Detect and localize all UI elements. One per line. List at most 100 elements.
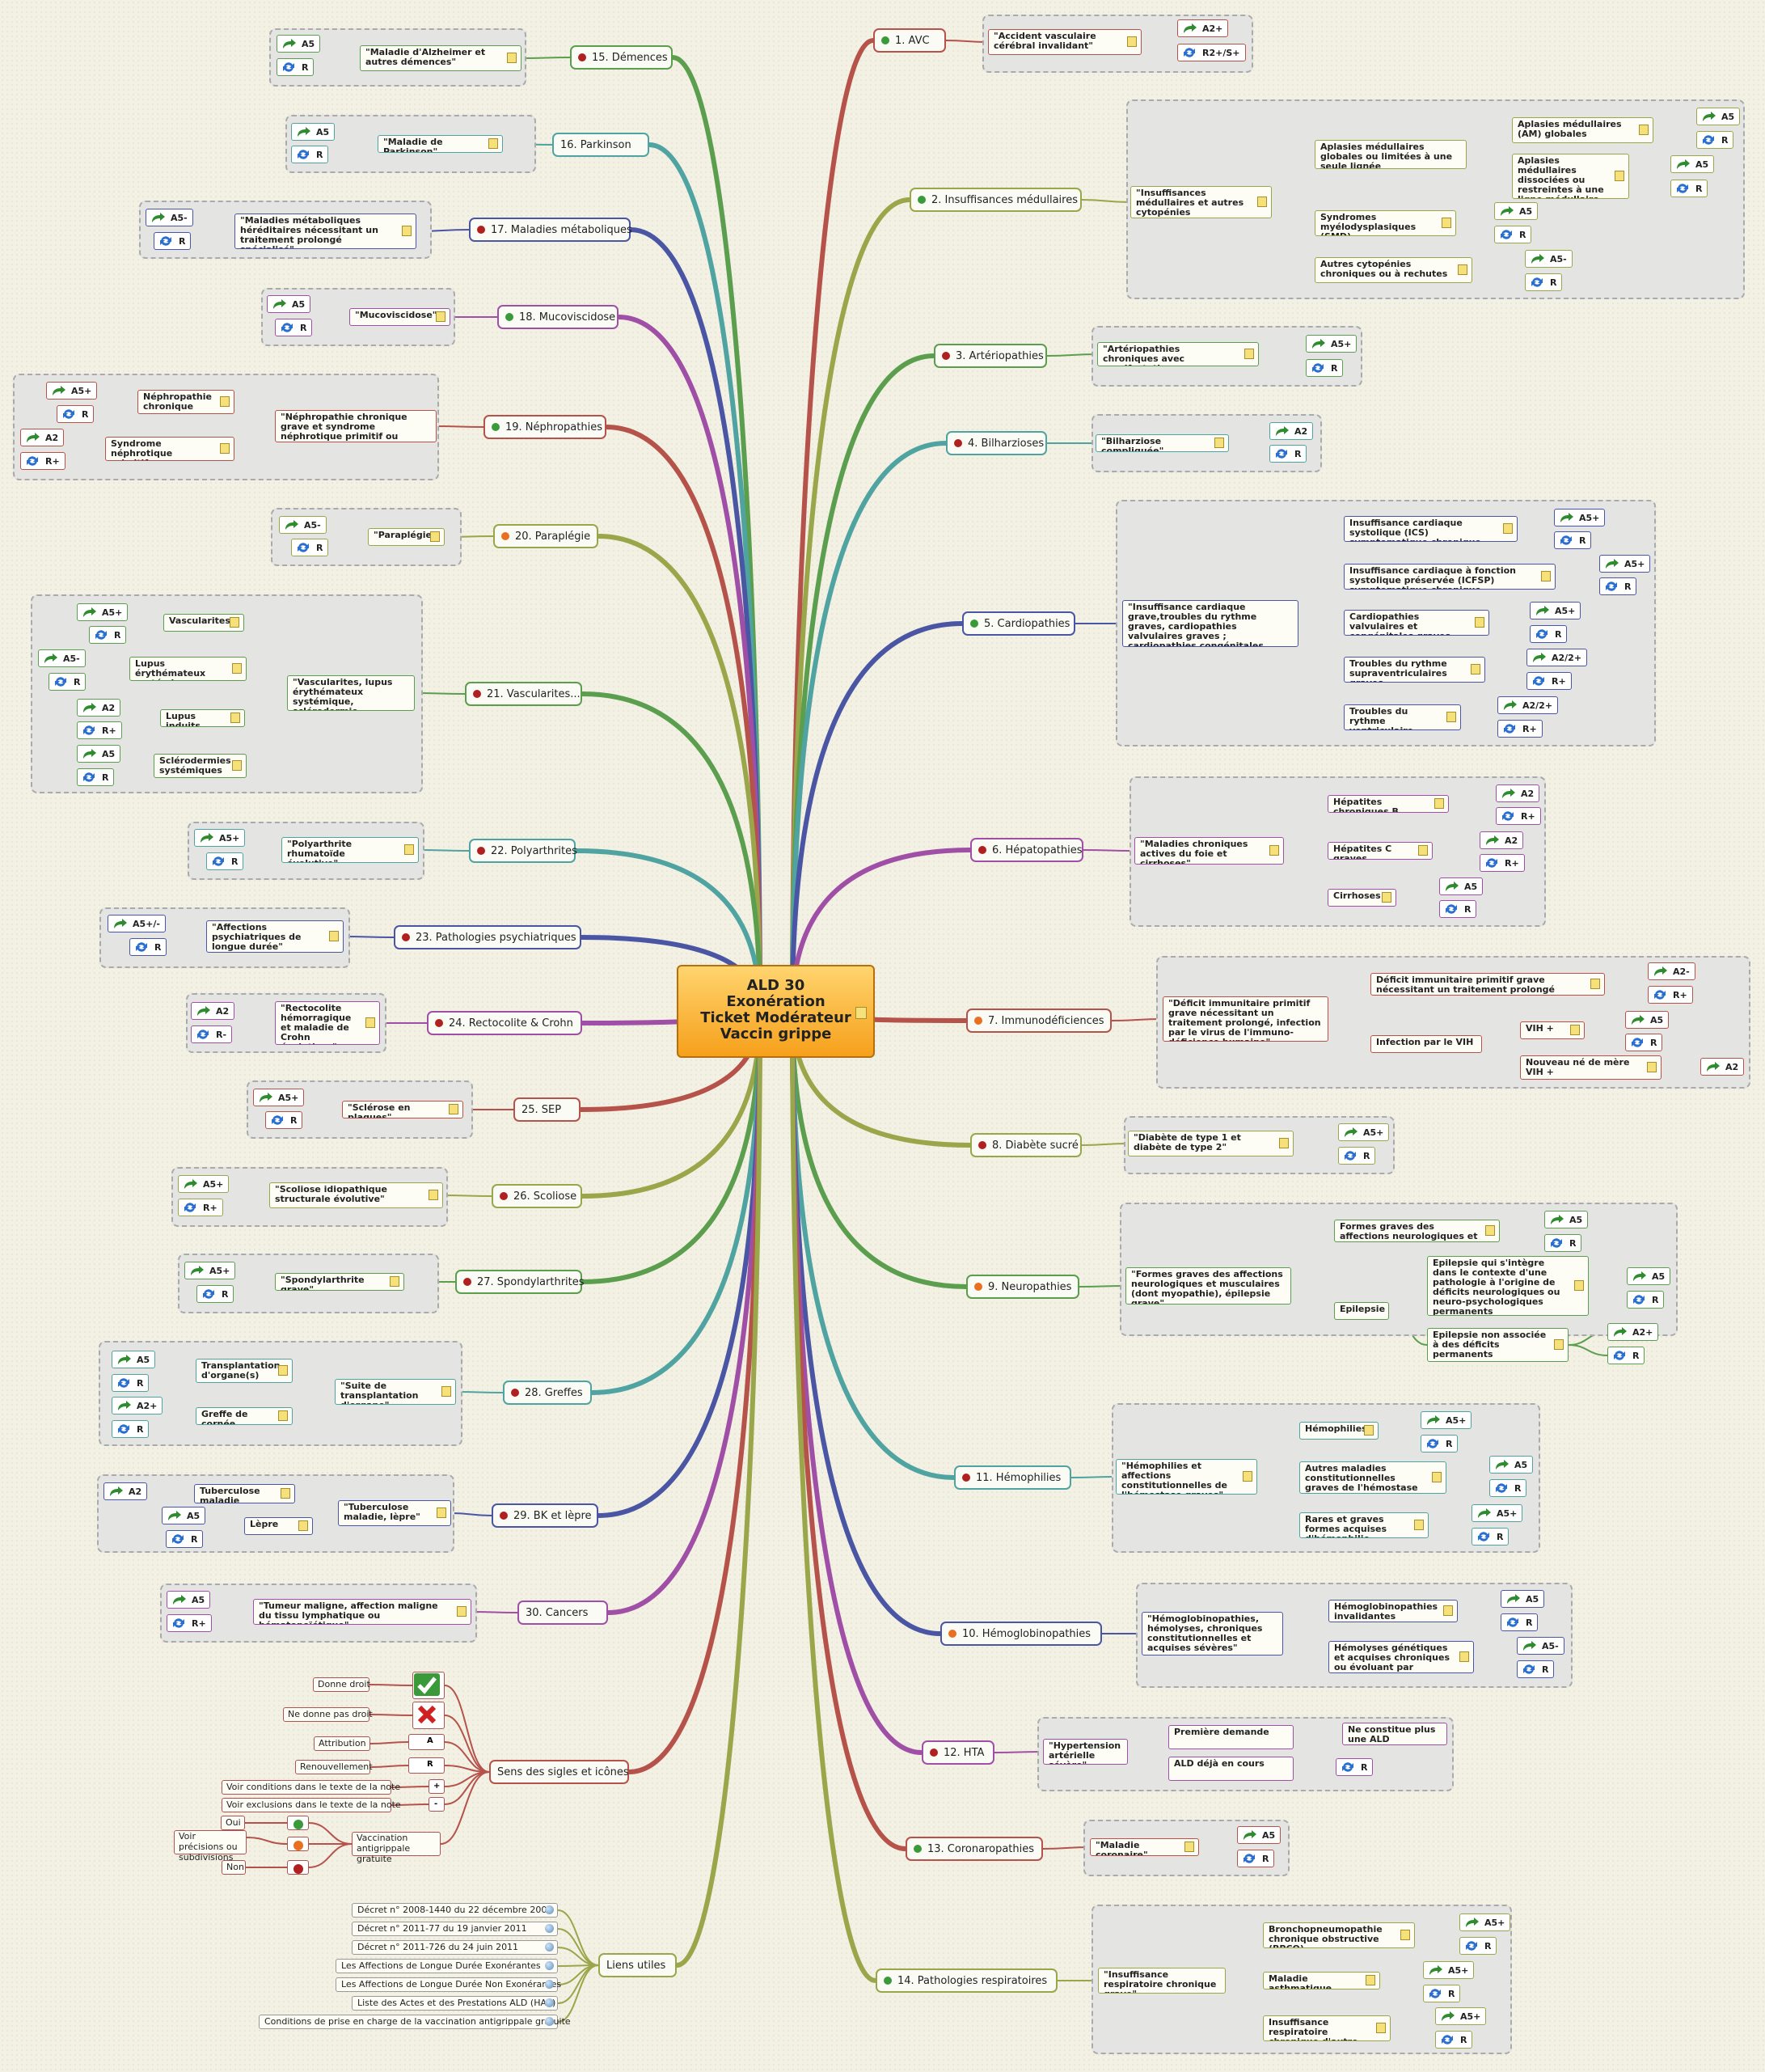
subtopic[interactable]: "Tumeur maligne, affection maligne du ti… (253, 1599, 471, 1625)
note-icon[interactable] (329, 931, 339, 941)
attribution-tag[interactable]: A2 (1480, 831, 1524, 849)
subtopic[interactable]: Hépatites C graves (1328, 842, 1433, 860)
note-icon[interactable] (1485, 1225, 1495, 1236)
attribution-tag[interactable]: A5+ (46, 382, 98, 400)
note-icon[interactable] (1590, 979, 1600, 989)
attribution-tag[interactable]: A5+ (1530, 602, 1581, 619)
attribution-tag[interactable]: A5- (279, 516, 327, 534)
attribution-tag[interactable]: A2/2+ (1497, 696, 1559, 714)
topic-t19[interactable]: 19. Néphropathies (483, 415, 606, 439)
subtopic[interactable]: Vascularites (163, 614, 244, 632)
renewal-tag[interactable]: R (112, 1374, 150, 1392)
renewal-tag[interactable]: R (1625, 1034, 1663, 1051)
topic-t6[interactable]: 6. Hépatopathies (970, 838, 1083, 862)
subtopic[interactable]: Déficit immunitaire primitif grave néces… (1370, 973, 1605, 996)
attribution-tag[interactable]: A5 (1696, 108, 1741, 125)
renewal-tag[interactable]: R (265, 1111, 303, 1129)
topic-t16[interactable]: 16. Parkinson (552, 133, 649, 157)
renewal-tag[interactable]: R (275, 319, 313, 336)
renewal-tag[interactable]: R (277, 58, 315, 76)
renewal-tag[interactable]: R (1439, 900, 1477, 918)
subtopic[interactable]: "Scoliose idiopathique structurale évolu… (269, 1182, 443, 1208)
renewal-tag[interactable]: R (1554, 531, 1592, 549)
subtopic[interactable]: "Maladie de Parkinson" (378, 135, 503, 153)
note-icon[interactable] (365, 1017, 375, 1028)
topic-t17[interactable]: 17. Maladies métaboliques (469, 218, 632, 242)
topic-t5[interactable]: 5. Cardiopathies (962, 611, 1075, 636)
subtopic[interactable]: "Insuffisance cardiaque grave,troubles d… (1122, 600, 1298, 647)
subtopic[interactable]: Hémophilies (1299, 1422, 1379, 1440)
renewal-tag[interactable]: R (1459, 1937, 1497, 1955)
subtopic[interactable]: "Néphropathie chronique grave et syndrom… (275, 410, 437, 442)
subtopic[interactable]: Première demande (1168, 1725, 1294, 1749)
note-icon[interactable] (1432, 1472, 1442, 1482)
renewal-tag[interactable]: R (77, 768, 115, 786)
subtopic[interactable]: Aplasies médullaires (AM) globales (1512, 117, 1653, 143)
subtopic[interactable]: Nouveau né de mère VIH + (1520, 1055, 1662, 1080)
attribution-tag[interactable]: A5 (1670, 155, 1715, 173)
renewal-tag[interactable]: R+ (1648, 986, 1693, 1004)
attribution-tag[interactable]: A2 (1269, 422, 1314, 440)
subtopic[interactable]: Cardiopathies valvulaires et congénitale… (1344, 610, 1489, 636)
note-icon[interactable] (1243, 1471, 1252, 1482)
attribution-tag[interactable]: A2 (103, 1482, 148, 1500)
note-icon[interactable] (390, 1276, 399, 1287)
note-icon[interactable] (1184, 1842, 1194, 1852)
renewal-tag[interactable]: R+ (20, 452, 65, 470)
useful-link[interactable]: Les Affections de Longue Durée Exonérant… (336, 1959, 558, 1973)
subtopic[interactable]: Hépatites chroniques B (1328, 795, 1449, 813)
subtopic[interactable]: "Affections psychiatriques de longue dur… (206, 920, 344, 953)
attribution-tag[interactable]: A2- (1648, 962, 1695, 980)
useful-link[interactable]: Conditions de prise en charge de la vacc… (259, 2015, 571, 2029)
attribution-tag[interactable]: A5 (162, 1507, 206, 1524)
subtopic[interactable]: Sclérodermies systémiques (154, 754, 247, 778)
useful-link[interactable]: Les Affections de Longue Durée Non Exoné… (336, 1977, 561, 1992)
topic-t27[interactable]: 27. Spondylarthrites (455, 1270, 585, 1294)
renewal-tag[interactable]: R+ (1496, 807, 1541, 825)
attribution-tag[interactable]: A5+ (1435, 2007, 1487, 2025)
subtopic[interactable]: Lupus induits (160, 709, 245, 727)
attribution-tag[interactable]: A5+/- (108, 915, 166, 932)
note-icon[interactable] (507, 53, 517, 63)
note-icon[interactable] (1269, 845, 1279, 856)
subtopic[interactable]: "Insuffisances médullaires et autres cyt… (1130, 186, 1272, 218)
renewal-tag[interactable]: R (1544, 1234, 1582, 1252)
note-icon[interactable] (1434, 798, 1444, 809)
note-icon[interactable] (855, 1007, 867, 1019)
attribution-tag[interactable]: A5+ (1306, 335, 1358, 353)
topic-t23[interactable]: 23. Pathologies psychiatriques (394, 925, 581, 949)
renewal-tag[interactable]: R (1489, 1479, 1527, 1497)
note-icon[interactable] (488, 138, 498, 149)
subtopic[interactable]: Cirrhoses (1328, 889, 1396, 907)
note-icon[interactable] (429, 1190, 438, 1200)
attribution-tag[interactable]: A5- (1525, 250, 1573, 268)
subtopic[interactable]: Ne constitue plus une ALD (1342, 1723, 1447, 1745)
subtopic[interactable]: Insuffisance respiratoire chronique d'au… (1263, 2015, 1391, 2041)
topic-t13[interactable]: 13. Coronaropathies (906, 1837, 1043, 1861)
renewal-tag[interactable]: R (1306, 359, 1344, 377)
renewal-tag[interactable]: R+ (167, 1614, 212, 1632)
note-icon[interactable] (1570, 1025, 1580, 1035)
attribution-tag[interactable]: A5+ (77, 603, 129, 621)
attribution-tag[interactable]: A2 (191, 1002, 235, 1020)
topic-t28[interactable]: 28. Greffes (503, 1381, 592, 1405)
subtopic[interactable]: "Maladie coronaire" (1090, 1838, 1199, 1856)
topic-tL[interactable]: Liens utiles (598, 1953, 677, 1977)
attribution-tag[interactable]: A5 (1544, 1211, 1589, 1228)
subtopic[interactable]: Syndromes myélodysplasiques (SMD) (1315, 210, 1456, 236)
useful-link[interactable]: Décret n° 2008-1440 du 22 décembre 2008 (352, 1903, 558, 1918)
subtopic[interactable]: ALD déjà en cours (1168, 1757, 1294, 1781)
renewal-tag[interactable]: R (1237, 1850, 1275, 1867)
note-icon[interactable] (1364, 1425, 1374, 1436)
note-icon[interactable] (1257, 197, 1267, 207)
attribution-tag[interactable]: A2+ (112, 1397, 163, 1414)
note-icon[interactable] (404, 844, 414, 855)
subtopic[interactable]: "Diabète de type 1 et diabète de type 2" (1128, 1131, 1294, 1157)
attribution-tag[interactable]: A5+ (1338, 1123, 1390, 1141)
attribution-tag[interactable]: A5- (38, 649, 86, 667)
note-icon[interactable] (278, 1365, 288, 1376)
note-icon[interactable] (449, 1104, 458, 1114)
note-icon[interactable] (1443, 1605, 1453, 1616)
attribution-tag[interactable]: A2 (20, 429, 65, 446)
note-icon[interactable] (1615, 171, 1624, 181)
